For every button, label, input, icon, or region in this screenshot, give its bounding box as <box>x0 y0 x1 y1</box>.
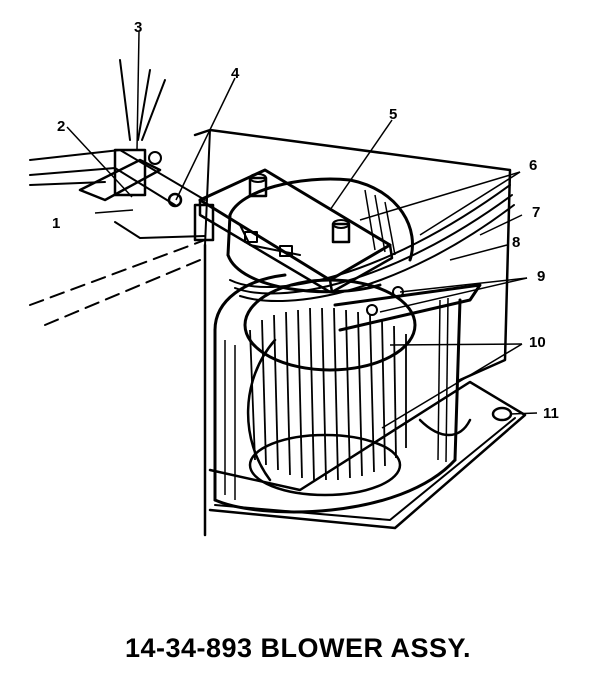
diagram-title: 14-34-893 BLOWER ASSY. <box>125 633 471 663</box>
callout-5: 5 <box>389 106 397 123</box>
callout-4: 4 <box>231 65 240 82</box>
blower-housing <box>193 128 527 537</box>
mounting-rail <box>29 149 206 326</box>
blower-wheel <box>243 278 417 497</box>
stud-bolt <box>331 219 351 244</box>
callout-2: 2 <box>57 118 65 135</box>
callout-9: 9 <box>537 268 545 285</box>
callout-8: 8 <box>512 234 520 251</box>
callout-10: 10 <box>529 334 546 351</box>
callout-11: 11 <box>543 405 559 422</box>
callout-7: 7 <box>532 204 540 221</box>
callout-1: 1 <box>52 215 60 232</box>
wire-harness <box>229 184 515 482</box>
mounting-screw <box>491 406 513 422</box>
callout-6: 6 <box>529 157 537 174</box>
stud-bolt <box>248 173 268 198</box>
callout-labels: 1 2 3 4 5 6 7 8 9 10 11 <box>52 19 559 422</box>
leader-lines <box>66 31 538 429</box>
callout-3: 3 <box>134 19 142 36</box>
motor-bracket <box>198 168 394 294</box>
